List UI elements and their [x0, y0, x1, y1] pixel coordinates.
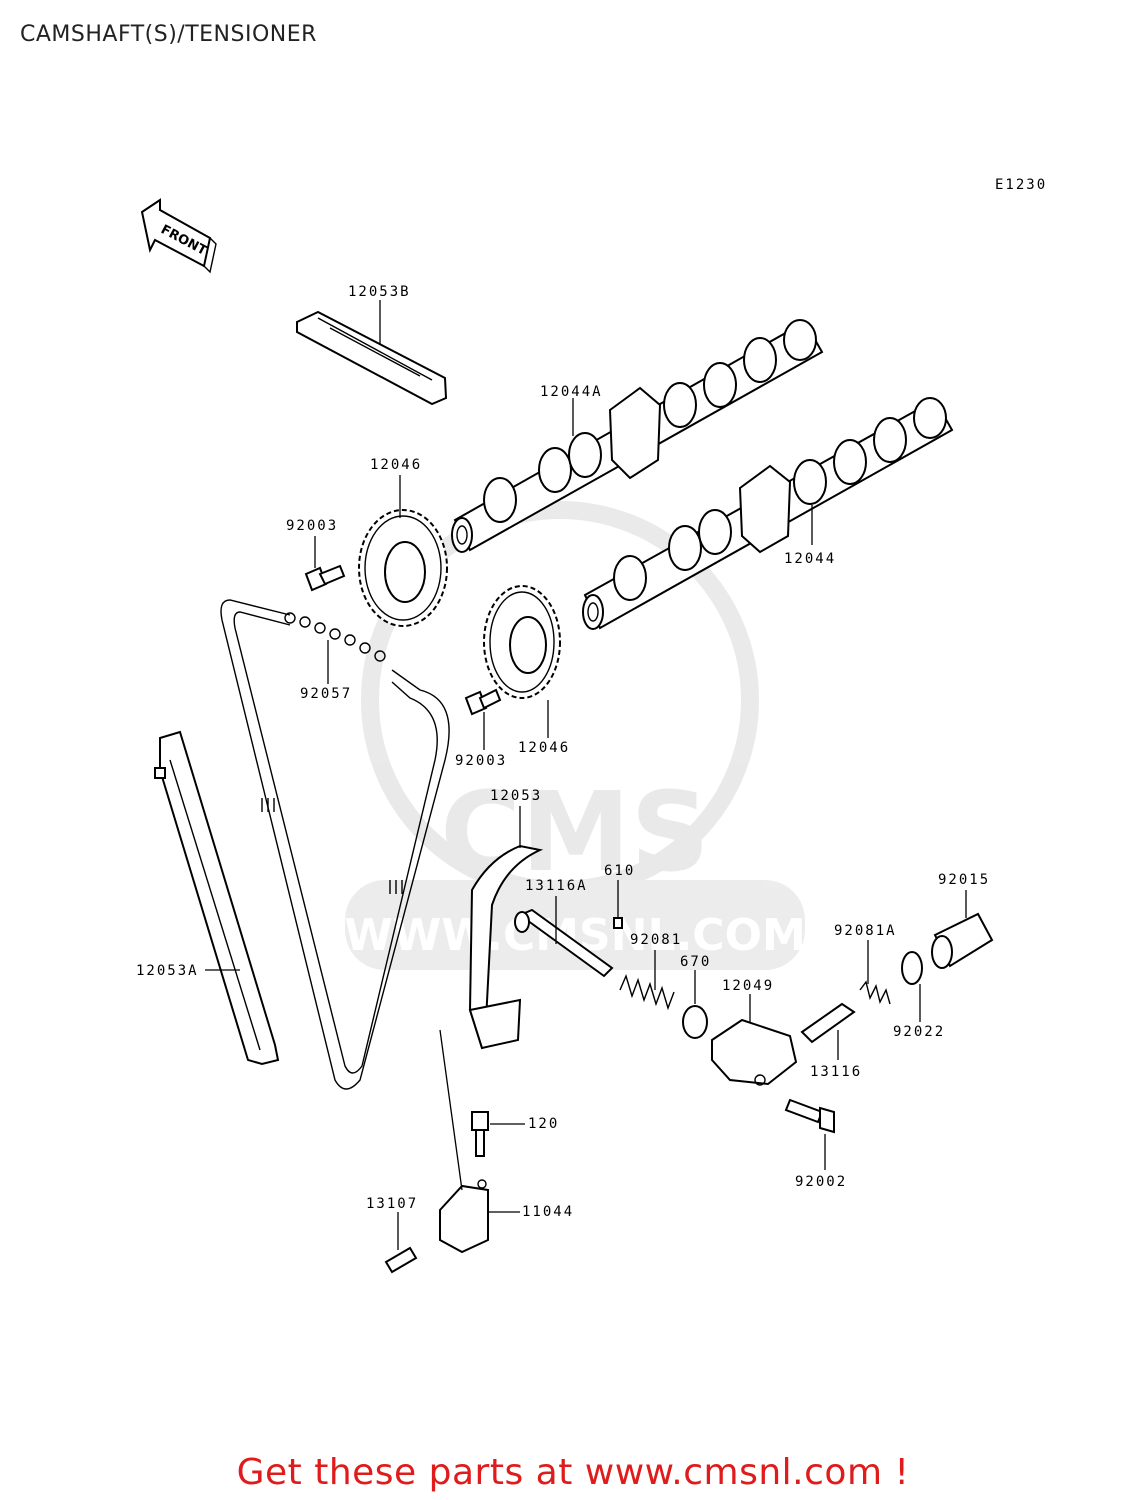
part-label-670[interactable]: 670 [680, 954, 711, 970]
part-label-12053A[interactable]: 12053A [136, 963, 199, 979]
part-label-11044[interactable]: 11044 [522, 1204, 574, 1220]
part-label-120[interactable]: 120 [528, 1116, 559, 1132]
bolt-upper [304, 564, 346, 592]
part-label-610[interactable]: 610 [604, 863, 635, 879]
cms-watermark: CMS WWW.CMSNL.COM [344, 501, 806, 970]
pin-610 [613, 917, 623, 929]
part-label-92003-upper[interactable]: 92003 [286, 518, 338, 534]
bolt-92002 [784, 1098, 835, 1134]
part-label-92003-lower[interactable]: 92003 [455, 753, 507, 769]
plunger-13116 [800, 1002, 856, 1044]
o-ring-670 [682, 1005, 708, 1039]
camshaft-lower [582, 397, 954, 630]
part-label-12049[interactable]: 12049 [722, 978, 774, 994]
sprocket-upper [358, 509, 448, 627]
part-label-92002[interactable]: 92002 [795, 1174, 847, 1190]
part-label-12046-upper[interactable]: 12046 [370, 457, 422, 473]
part-label-92022[interactable]: 92022 [893, 1024, 945, 1040]
pin-13107 [384, 1246, 418, 1274]
cap-92015 [931, 912, 994, 969]
chain-guide-top [296, 310, 448, 406]
bolt-120 [471, 1111, 489, 1157]
camshaft-upper [451, 319, 824, 553]
tensioner-body [711, 1018, 798, 1086]
diagram-code: E1230 [995, 177, 1047, 193]
part-label-12053B[interactable]: 12053B [348, 284, 411, 300]
page-title: CAMSHAFT(S)/TENSIONER [20, 22, 317, 47]
part-label-92081[interactable]: 92081 [630, 932, 682, 948]
part-label-13107[interactable]: 13107 [366, 1196, 418, 1212]
front-arrow-icon: FRONT [140, 198, 217, 274]
spring-92081 [619, 973, 675, 1011]
tensioner-guide [468, 844, 544, 1050]
bracket-11044 [439, 1179, 489, 1254]
part-label-92015[interactable]: 92015 [938, 872, 990, 888]
footer-shop-link[interactable]: Get these parts at www.cmsnl.com ! [236, 1452, 910, 1493]
sprocket-lower [483, 585, 561, 699]
pushrod-13116A [514, 908, 614, 978]
part-label-92057[interactable]: 92057 [300, 686, 352, 702]
part-label-92081A[interactable]: 92081A [834, 923, 897, 939]
chain-guide-left [154, 730, 280, 1066]
part-label-13116[interactable]: 13116 [810, 1064, 862, 1080]
part-label-12044[interactable]: 12044 [784, 551, 836, 567]
part-label-12053[interactable]: 12053 [490, 788, 542, 804]
part-label-12046-lower[interactable]: 12046 [518, 740, 570, 756]
part-label-13116A[interactable]: 13116A [525, 878, 588, 894]
bolt-lower [464, 688, 502, 716]
washer-92022 [901, 951, 923, 985]
cam-chain [220, 599, 450, 1090]
part-label-12044A[interactable]: 12044A [540, 384, 603, 400]
spring-92081A [859, 980, 891, 1005]
